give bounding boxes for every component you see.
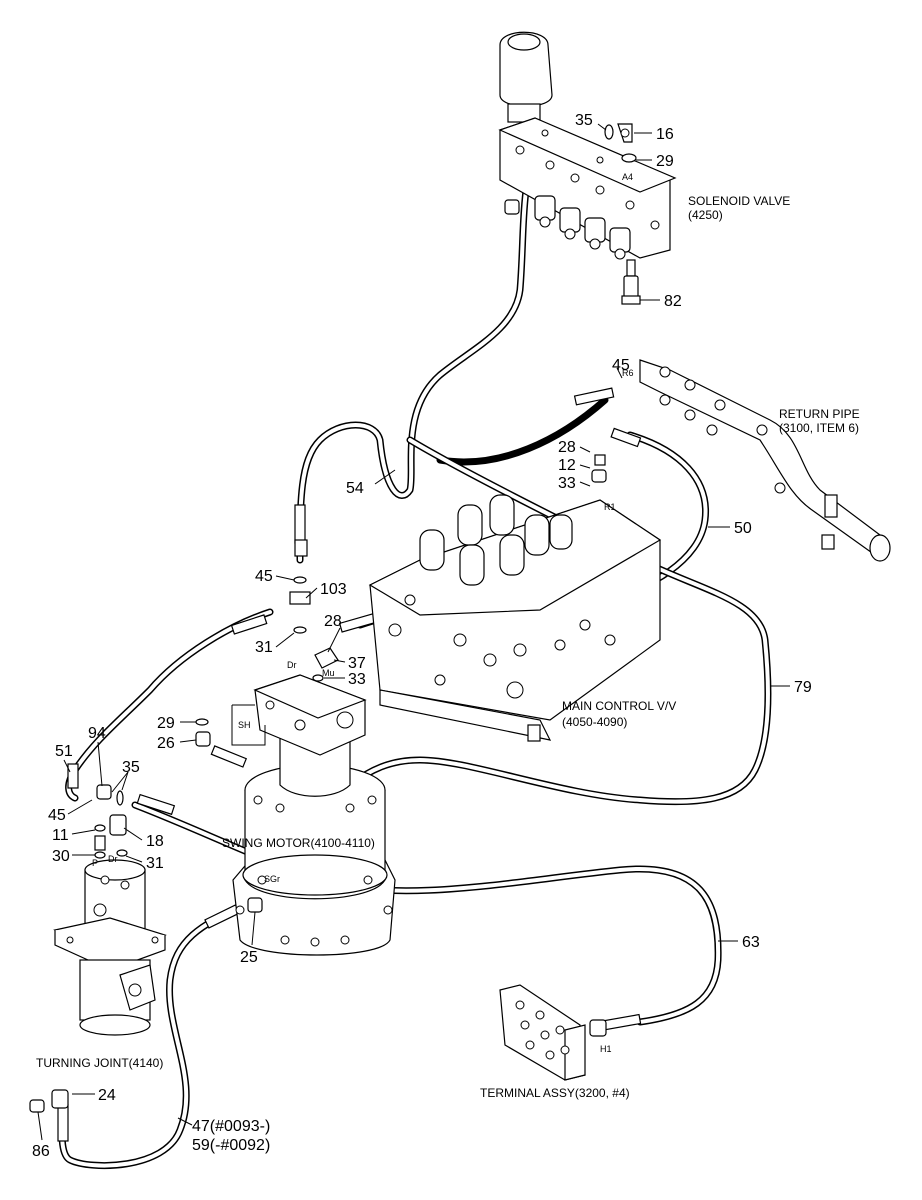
callout-94: 94 xyxy=(88,725,106,742)
main-control-valve-assembly xyxy=(368,454,662,742)
callout-30: 30 xyxy=(52,848,70,865)
turning-joint-assembly xyxy=(53,859,167,1036)
solenoid-valve-code: (4250) xyxy=(688,208,723,222)
return-pipe-label: RETURN PIPE xyxy=(779,407,860,421)
swing-motor-assembly xyxy=(232,674,396,956)
port-a4: A4 xyxy=(622,172,633,182)
callout-26: 26 xyxy=(157,735,175,752)
callout-103: 103 xyxy=(320,581,347,598)
callout-54: 54 xyxy=(346,480,364,497)
callout-37: 37 xyxy=(348,655,366,672)
port-mu: Mu xyxy=(322,668,335,678)
terminal-assy xyxy=(499,984,607,1081)
callout-63: 63 xyxy=(742,934,760,951)
leader-lines xyxy=(37,123,790,1141)
hose-47-59 xyxy=(58,901,249,1170)
swing-motor-label: SWING MOTOR(4100-4110) xyxy=(222,836,375,850)
port-p: P xyxy=(92,858,98,868)
callout-59: 59(-#0092) xyxy=(192,1137,270,1154)
port-h1: H1 xyxy=(600,1044,612,1054)
main-control-valve-code: (4050-4090) xyxy=(562,715,627,729)
port-sh: SH xyxy=(238,720,251,730)
port-dr-motor: Dr xyxy=(287,660,297,670)
port-r1: R1 xyxy=(604,502,616,512)
terminal-assy-label: TERMINAL ASSY(3200, #4) xyxy=(480,1086,630,1100)
callout-86: 86 xyxy=(32,1143,50,1160)
callout-47: 47(#0093-) xyxy=(192,1118,270,1135)
main-control-valve-label: MAIN CONTROL V/V xyxy=(562,699,676,713)
callout-50: 50 xyxy=(734,520,752,537)
callout-12: 12 xyxy=(558,457,576,474)
solenoid-valve-assembly xyxy=(498,31,677,305)
port-sgr: SGr xyxy=(264,874,280,884)
callout-33: 33 xyxy=(348,671,366,688)
callout-11: 11 xyxy=(52,827,69,844)
small-fittings xyxy=(29,576,339,1113)
callout-16: 16 xyxy=(656,126,674,143)
callout-79: 79 xyxy=(794,679,812,696)
return-pipe-code: (3100, ITEM 6) xyxy=(779,421,859,435)
callout-82: 82 xyxy=(664,293,682,310)
callout-25: 25 xyxy=(240,949,258,966)
callout-35: 35 xyxy=(122,759,140,776)
callout-33: 33 xyxy=(558,475,576,492)
port-r6: R6 xyxy=(622,368,634,378)
callout-18: 18 xyxy=(146,833,164,850)
callout-31: 31 xyxy=(146,855,164,872)
callout-28: 28 xyxy=(324,613,342,630)
callout-51: 51 xyxy=(55,743,73,760)
solenoid-valve-label: SOLENOID VALVE xyxy=(688,194,790,208)
callout-45: 45 xyxy=(48,807,66,824)
callout-35: 35 xyxy=(575,112,593,129)
callout-28: 28 xyxy=(558,439,576,456)
hose-54 xyxy=(296,154,544,564)
port-dr-joint: Dr xyxy=(108,854,118,864)
callout-31: 31 xyxy=(255,639,273,656)
turning-joint-label: TURNING JOINT(4140) xyxy=(36,1056,163,1070)
callout-29: 29 xyxy=(157,715,175,732)
callout-29: 29 xyxy=(656,153,674,170)
callout-45: 45 xyxy=(255,568,273,585)
callout-24: 24 xyxy=(98,1087,116,1104)
callout-45: 45 xyxy=(612,357,630,374)
return-pipe-assembly xyxy=(639,359,891,562)
